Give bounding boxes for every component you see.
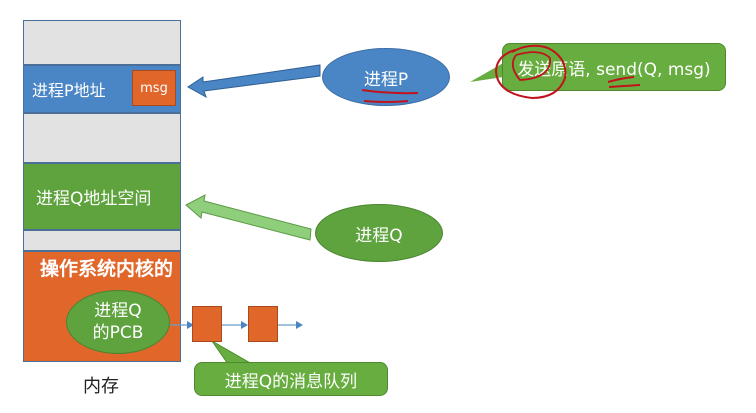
os-kernel-label: 操作系统内核的: [40, 258, 174, 280]
process-q-node: 进程Q: [315, 204, 443, 262]
process-q-address-label: 进程Q地址空间: [36, 189, 152, 209]
process-q-address-space: 进程Q地址空间: [23, 163, 181, 230]
queue-message-node-2: [248, 306, 278, 342]
process-p-address-label: 进程P地址: [32, 81, 106, 100]
pcb-label-line1: 进程Q: [94, 301, 142, 321]
queue-message-node-1: [192, 306, 222, 342]
memory-free-block-2: [23, 113, 181, 163]
underline-send: [607, 76, 641, 88]
process-q-pcb-node: 进程Q 的PCB: [66, 290, 170, 354]
circle-send-verb-inner: [511, 51, 551, 81]
arrow-q-to-address: [185, 194, 312, 241]
underline-process-p-2: [363, 100, 409, 103]
send-callout-tail: [470, 62, 510, 82]
msg-block: msg: [132, 70, 176, 106]
msg2-next-arrowhead: [296, 321, 303, 329]
memory-free-block-3: [23, 230, 181, 251]
message-queue-callout: 进程Q的消息队列: [194, 362, 388, 396]
msg-label: msg: [140, 80, 168, 96]
msg1-to-msg2-arrowhead: [241, 321, 248, 329]
process-p-label: 进程P: [363, 69, 409, 90]
process-q-label: 进程Q: [355, 225, 403, 246]
underline-process-p-1: [361, 89, 419, 95]
arrow-p-to-address: [187, 64, 321, 99]
memory-free-block-1: [23, 20, 181, 65]
pcb-to-msg1-arrowhead: [187, 321, 194, 329]
message-queue-label: 进程Q的消息队列: [224, 371, 358, 392]
circle-send-verb: [494, 44, 567, 100]
memory-label: 内存: [83, 376, 119, 397]
process-p-node: 进程P: [322, 48, 450, 106]
pcb-label-line2: 的PCB: [92, 323, 144, 343]
